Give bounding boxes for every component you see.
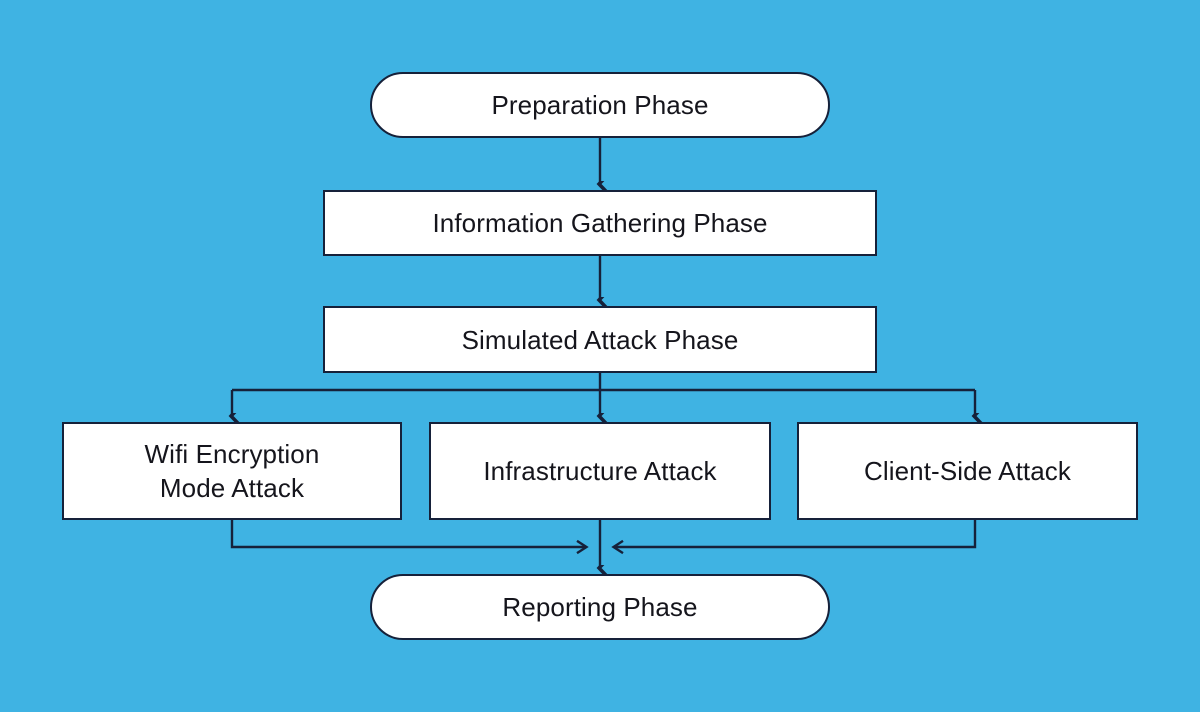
node-label: Simulated Attack Phase xyxy=(461,324,739,355)
edge-simulated-to-bus xyxy=(232,373,975,392)
edge-client-to-reporting xyxy=(611,520,977,555)
node-label: Preparation Phase xyxy=(491,90,709,120)
node-client-side-attack[interactable]: Client-Side Attack xyxy=(797,422,1138,520)
node-information-gathering-phase[interactable]: Information Gathering Phase xyxy=(323,190,877,256)
node-wifi-encryption-mode-attack[interactable]: Wifi Encryption Mode Attack xyxy=(62,422,402,520)
node-label: Infrastructure Attack xyxy=(483,456,717,486)
edge-wifi-to-reporting xyxy=(230,520,589,555)
node-label: Wifi Encryption Mode Attack xyxy=(144,439,320,503)
node-preparation-phase[interactable]: Preparation Phase xyxy=(370,72,830,138)
node-infrastructure-attack[interactable]: Infrastructure Attack xyxy=(429,422,771,520)
node-label: Reporting Phase xyxy=(502,592,698,622)
node-simulated-attack-phase[interactable]: Simulated Attack Phase xyxy=(323,306,877,373)
node-label: Information Gathering Phase xyxy=(432,208,768,238)
node-label: Client-Side Attack xyxy=(863,456,1071,486)
node-reporting-phase[interactable]: Reporting Phase xyxy=(370,574,830,640)
